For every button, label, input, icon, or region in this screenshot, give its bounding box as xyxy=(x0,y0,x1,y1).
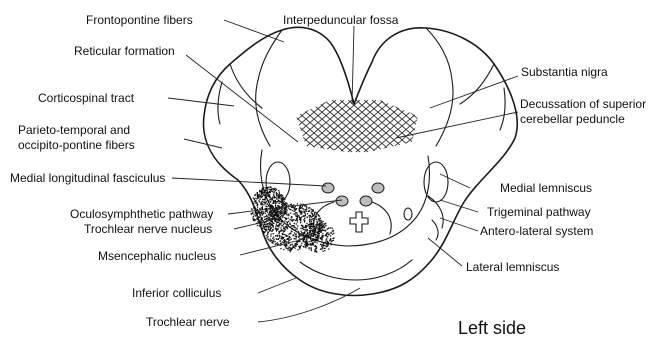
label-decussation-line2: cerebellar peduncle xyxy=(520,112,625,126)
trochlear-left-nucleus xyxy=(336,196,348,206)
label-frontopontine-fibers: Frontopontine fibers xyxy=(86,13,193,27)
label-trochlear-nerve-nucleus: Trochlear nerve nucleus xyxy=(84,222,212,236)
medial-lemniscus-shapes xyxy=(266,162,448,240)
label-lateral-lemniscus: Lateral lemniscus xyxy=(466,260,559,274)
label-decussation-line1: Decussation of superior xyxy=(520,97,646,111)
label-trigeminal-pathway: Trigeminal pathway xyxy=(487,205,591,219)
label-inferior-colliculus: Inferior colliculus xyxy=(132,286,221,300)
label-oculosymphthetic-pathway: Oculosymphthetic pathway xyxy=(70,207,213,221)
label-msencephalic-nucleus: Msencephalic nucleus xyxy=(98,249,216,263)
brainstem-outline xyxy=(204,27,518,295)
mlf-right-nucleus xyxy=(372,183,384,193)
label-medial-longitudinal-fasciculus: Medial longitudinal fasciculus xyxy=(10,171,165,185)
label-parieto-temporal-line2: occipito-pontine fibers xyxy=(18,138,135,152)
label-medial-lemniscus: Medial lemniscus xyxy=(500,181,592,195)
label-left-side: Left side xyxy=(458,318,526,337)
label-trochlear-nerve: Trochlear nerve xyxy=(146,315,230,329)
label-parieto-temporal-line1: Parieto-temporal and xyxy=(18,123,130,137)
mlf-left-nucleus xyxy=(322,183,334,193)
label-antero-lateral-system: Antero-lateral system xyxy=(480,224,593,238)
label-substantia-nigra: Substantia nigra xyxy=(521,65,608,79)
label-corticospinal-tract: Corticospinal tract xyxy=(38,91,135,105)
label-reticular-formation: Reticular formation xyxy=(74,44,175,58)
labels: Frontopontine fibers Interpeduncular fos… xyxy=(10,13,646,337)
label-interpeduncular-fossa: Interpeduncular fossa xyxy=(283,13,399,27)
lesion-stipple xyxy=(251,186,335,252)
trochlear-right-nucleus xyxy=(360,196,372,206)
mlf-nuclei xyxy=(314,183,412,234)
